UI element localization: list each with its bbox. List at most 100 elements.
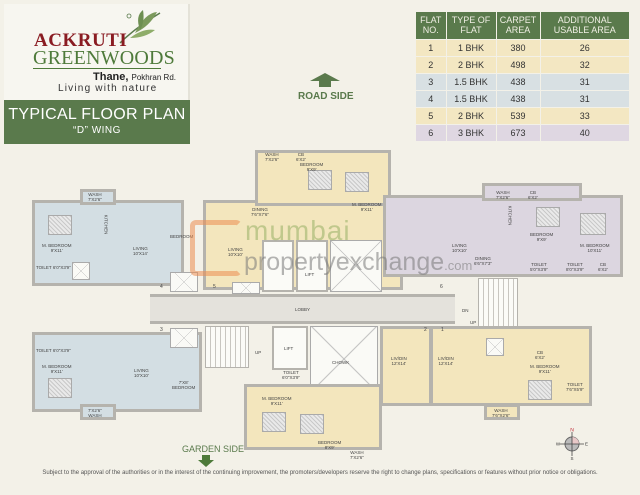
table-row: 5 2 BHK 539 33: [416, 106, 630, 124]
flat-3-mbed-bed: [48, 378, 72, 398]
svg-text:N: N: [570, 428, 574, 434]
flat-4-duct: [72, 262, 90, 280]
cell-type: 1.5 BHK: [446, 89, 497, 107]
road-side-arrow-icon: [310, 73, 340, 87]
cell-type: 3 BHK: [446, 123, 497, 141]
duct-left-bottom: [170, 328, 198, 348]
table-row: 2 2 BHK 498 32: [416, 55, 630, 73]
flat-2-livdin: [380, 326, 432, 406]
location-city: Thane,: [93, 71, 129, 83]
flat-number-1: 1: [441, 327, 444, 333]
flat-5-bed-2: [345, 172, 369, 192]
lobby-label: LOBBY: [295, 307, 311, 312]
cell-additional: 32: [540, 55, 630, 73]
stairs-center: [205, 326, 249, 368]
flat-6-upper: [482, 183, 582, 201]
cell-carpet: 539: [496, 106, 541, 124]
page-title: TYPICAL FLOOR PLAN: [8, 106, 186, 123]
flat-5-duct: [232, 282, 260, 294]
svg-text:W: W: [556, 442, 561, 447]
location: Thane, Pokhran Rd.: [93, 71, 176, 83]
flat-3-bedroom-label: 7'X8'BEDROOM: [172, 380, 196, 390]
table-row: 6 3 BHK 673 40: [416, 123, 630, 141]
page-subtitle: “D” WING: [73, 125, 121, 136]
lift-bottom-label: LIFT: [284, 346, 294, 351]
flat-4-bedroom-label: BEDROOM: [170, 234, 194, 239]
lift-bottom: [272, 326, 308, 370]
cell-carpet: 438: [496, 72, 541, 90]
flat-4-toilet-label: TOILET 6'0"X3'9": [36, 265, 71, 270]
chowk-label: CHOWK: [332, 360, 350, 365]
disclaimer: Subject to the approval of the authoriti…: [42, 470, 598, 476]
lift-top-label: LIFT: [305, 272, 315, 277]
stairs-right: [478, 278, 518, 332]
stairs-center-up-label: UP: [255, 350, 262, 355]
header-additional: ADDITIONAL USABLE AREA: [540, 12, 630, 39]
lobby: [150, 294, 455, 324]
header-carpet: CARPET AREA: [496, 12, 541, 39]
header-flat-no: FLAT NO.: [416, 12, 447, 39]
flat-number-3: 3: [160, 327, 163, 333]
flat-6-bed-1: [536, 207, 560, 227]
garden-side-label: GARDEN SIDE: [182, 444, 245, 454]
flat-6-kitchen-label: KITCHEN: [507, 205, 513, 226]
flat-number-6: 6: [440, 284, 443, 290]
cell-additional: 26: [540, 38, 630, 56]
compass-icon: N S W E: [556, 428, 588, 460]
flat-3-wash: [80, 404, 116, 420]
cell-flat: 2: [416, 55, 447, 73]
cell-type: 2 BHK: [446, 55, 497, 73]
lift-top-2: [296, 240, 328, 292]
stairs-up-label: UP: [470, 320, 477, 325]
watermark-line1: mumbai: [245, 215, 351, 246]
table-row: 3 1.5 BHK 438 31: [416, 72, 630, 90]
brand-name-top: ACKRUTI: [34, 30, 128, 51]
cell-additional: 33: [540, 106, 630, 124]
location-road: Pokhran Rd.: [131, 73, 176, 82]
flat-1-wash: [484, 404, 520, 420]
lift-top-1: [262, 240, 294, 292]
flat-6-bed-2: [580, 213, 606, 235]
flat-4-kitchen-label: KITCHEN: [103, 214, 109, 235]
cell-type: 2 BHK: [446, 106, 497, 124]
cell-carpet: 673: [496, 123, 541, 141]
flat-number-2: 2: [424, 327, 427, 333]
title-band: TYPICAL FLOOR PLAN “D” WING: [4, 100, 190, 144]
chowk-bottom: [310, 326, 378, 392]
road-side-label: ROAD SIDE: [298, 91, 354, 102]
cell-flat: 3: [416, 72, 447, 90]
table-row: 4 1.5 BHK 438 31: [416, 89, 630, 107]
watermark-logo-icon: [190, 220, 242, 276]
flat-5-bed-1: [308, 170, 332, 190]
flat-3-wash-label: 7'X2'6"WASH: [88, 408, 102, 418]
cell-carpet: 498: [496, 55, 541, 73]
cell-flat: 4: [416, 89, 447, 107]
stairs-dn-label: DN: [462, 308, 469, 313]
cell-additional: 40: [540, 123, 630, 141]
cell-type: 1 BHK: [446, 38, 497, 56]
